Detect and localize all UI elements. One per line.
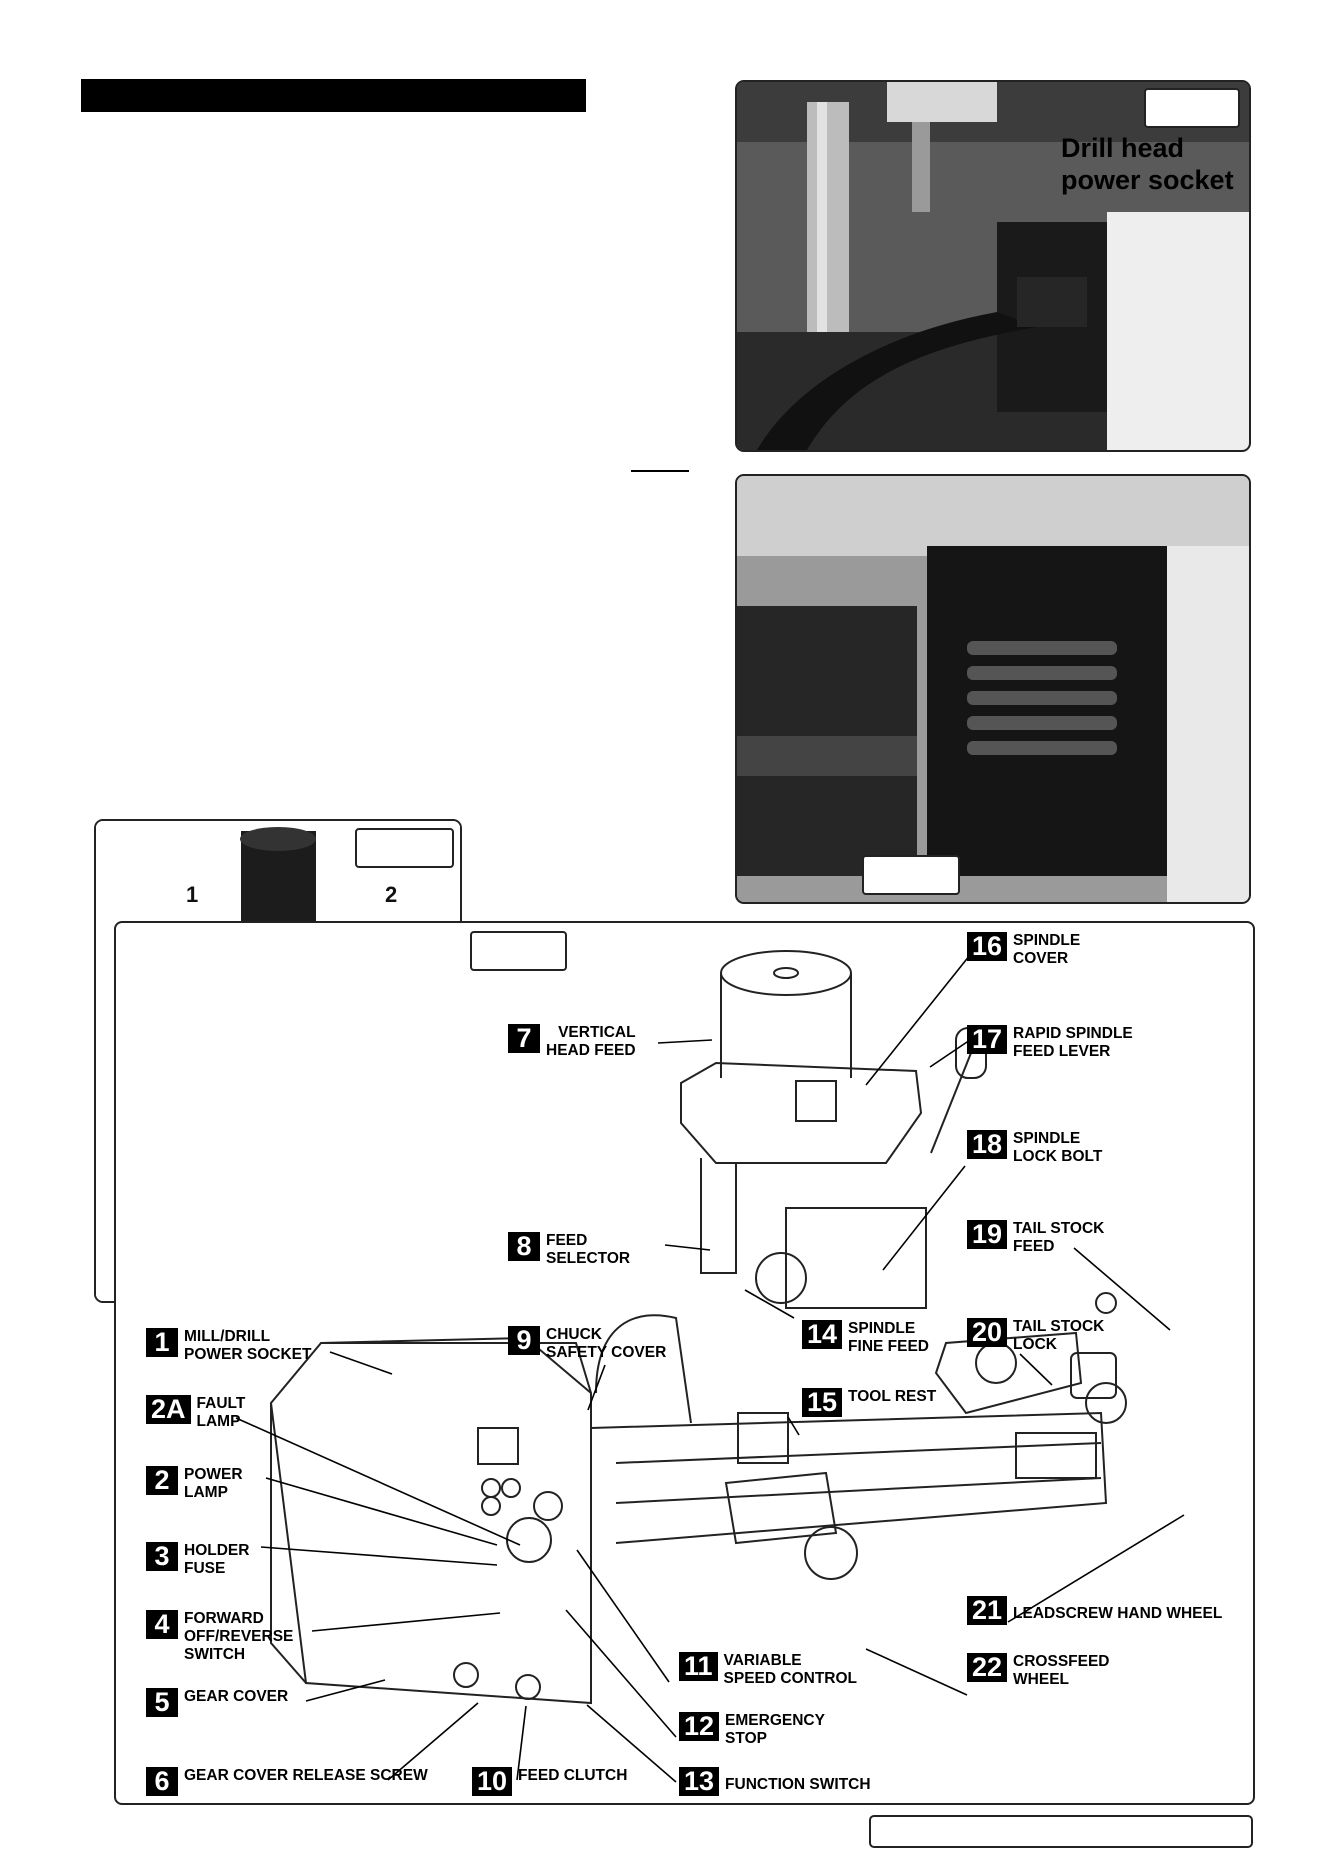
callout-label: CHUCK SAFETY COVER [546,1326,667,1361]
callout-label: SPINDLE COVER [1013,932,1081,967]
callout-6: 6 GEAR COVER RELEASE SCREW [146,1767,428,1796]
callout-label: GEAR COVER [184,1688,289,1705]
callout-number: 21 [967,1596,1008,1625]
callout-number: 5 [146,1688,178,1717]
photo-b-illustration [737,476,1249,902]
callout-18: 18 SPINDLE LOCK BOLT [967,1130,1102,1166]
callout-number: 20 [967,1318,1008,1347]
callout-label: TAIL STOCK LOCK [1013,1318,1105,1353]
callout-8: 8 FEED SELECTOR [508,1232,630,1268]
callout-label: FUNCTION SWITCH [725,1776,871,1793]
callout-label: LEADSCREW HAND WHEEL [1013,1605,1223,1622]
callout-number: 19 [967,1220,1008,1249]
section-title-bar [81,79,586,112]
callout-label: FEED CLUTCH [518,1767,628,1784]
callout-label: SPINDLE FINE FEED [848,1320,929,1355]
callout-13: 13 FUNCTION SWITCH [679,1767,871,1796]
callout-label: RAPID SPINDLE FEED LEVER [1013,1025,1133,1060]
callout-label: FEED SELECTOR [546,1232,631,1267]
callout-number: 1 [146,1328,178,1357]
photo-c-figure-tag [355,828,454,868]
callout-number: 7 [508,1024,540,1053]
footer-box [869,1815,1253,1848]
callout-label: VARIABLE SPEED CONTROL [723,1652,858,1687]
callout-19: 19 TAIL STOCK FEED [967,1220,1104,1256]
callout-1: 1 MILL/DRILL POWER SOCKET [146,1328,311,1364]
callout-9: 9 CHUCK SAFETY COVER [508,1326,666,1362]
callout-label: SPINDLE LOCK BOLT [1013,1130,1103,1165]
callout-label: MILL/DRILL POWER SOCKET [184,1328,312,1363]
callout-4: 4 FORWARD OFF/REVERSE SWITCH [146,1610,293,1664]
callout-10: 10 FEED CLUTCH [472,1767,627,1796]
callout-number: 17 [967,1025,1008,1054]
callout-14: 14 SPINDLE FINE FEED [802,1320,929,1356]
callout-21: 21 LEADSCREW HAND WHEEL [967,1596,1222,1625]
photo-b-figure-tag [862,855,960,895]
callout-20: 20 TAIL STOCK LOCK [967,1318,1104,1354]
callout-number: 10 [472,1767,513,1796]
callout-15: 15 TOOL REST [802,1388,936,1417]
caption-underline [631,470,689,472]
callout-number: 2A [146,1395,191,1424]
photo-gear-cover [735,474,1251,904]
photo-c-label-1: 1 [186,882,199,907]
callout-label: FAULT LAMP [196,1395,246,1430]
callout-number: 14 [802,1320,843,1349]
callout-17: 17 RAPID SPINDLE FEED LEVER [967,1025,1133,1061]
callout-7: 7 VERTICAL HEAD FEED [508,1024,636,1060]
callout-number: 15 [802,1388,843,1417]
drill-head-power-socket-label: Drill head power socket [1061,133,1234,195]
callout-number: 13 [679,1767,720,1796]
callout-label: FORWARD OFF/REVERSE SWITCH [184,1610,294,1663]
callout-number: 9 [508,1326,540,1355]
callout-22: 22 CROSSFEED WHEEL [967,1653,1110,1689]
photo-drill-head-socket [735,80,1251,452]
callout-number: 12 [679,1712,720,1741]
callout-number: 2 [146,1466,178,1495]
callout-label: TOOL REST [848,1388,937,1405]
callout-label: CROSSFEED WHEEL [1013,1653,1110,1688]
diagram-figure-tag [470,931,567,971]
callout-number: 6 [146,1767,178,1796]
callout-3: 3 HOLDER FUSE [146,1542,249,1578]
callout-12: 12 EMERGENCY STOP [679,1712,825,1748]
photo-c-label-2: 2 [385,882,398,907]
callout-5: 5 GEAR COVER [146,1688,288,1717]
callout-label: HOLDER FUSE [184,1542,250,1577]
callout-2: 2 POWER LAMP [146,1466,243,1502]
callout-number: 4 [146,1610,178,1639]
callout-16: 16 SPINDLE COVER [967,932,1080,968]
callout-label: VERTICAL HEAD FEED [546,1024,636,1059]
callout-number: 22 [967,1653,1008,1682]
photo-a-figure-tag [1144,88,1240,128]
callout-label: GEAR COVER RELEASE SCREW [184,1767,428,1784]
callout-number: 18 [967,1130,1008,1159]
callout-11: 11 VARIABLE SPEED CONTROL [679,1652,857,1688]
callout-number: 3 [146,1542,178,1571]
callout-2a: 2A FAULT LAMP [146,1395,245,1431]
callout-number: 16 [967,932,1008,961]
callout-label: EMERGENCY STOP [725,1712,825,1747]
callout-number: 8 [508,1232,540,1261]
callout-number: 11 [679,1652,718,1681]
callout-label: POWER LAMP [184,1466,243,1501]
callout-label: TAIL STOCK FEED [1013,1220,1105,1255]
photo-a-illustration [737,82,1249,450]
